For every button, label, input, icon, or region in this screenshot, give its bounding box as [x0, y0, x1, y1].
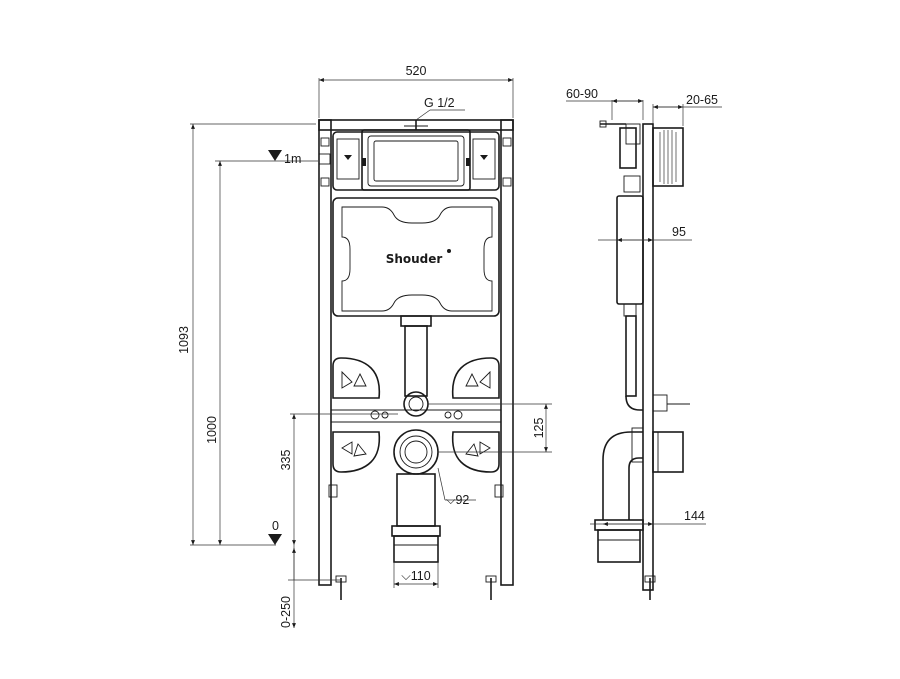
dimension-label-diameter-outer: ⌵110: [401, 569, 430, 583]
dimension-diameter-outer: ⌵110: [393, 562, 439, 588]
side-drain-bend: [594, 427, 684, 600]
front-view: Shouder: [177, 64, 552, 628]
dimension-label-bend-depth: 144: [684, 509, 705, 523]
drain-bend: [391, 429, 441, 563]
dimension-label-adjust: 0-250: [279, 596, 293, 628]
dimension-total-height: 1093: [177, 123, 316, 546]
dimension-wall-thickness: 20-65: [652, 93, 722, 126]
dimension-bend-depth: 144: [590, 509, 706, 526]
dimension-label-wall-thickness: 20-65: [686, 93, 718, 107]
brand-logo: Shouder: [386, 252, 443, 266]
dimension-depth: 95: [598, 225, 692, 242]
cistern-housing: [332, 120, 500, 191]
level-label-1m: 1m: [284, 152, 301, 166]
side-frame: [599, 120, 690, 591]
frame-uprights: [318, 119, 514, 586]
dimension-label-width: 520: [406, 64, 427, 78]
dimension-label-panel-offset: 60-90: [566, 87, 598, 101]
dimension-pipe-spacing: 125: [428, 403, 552, 453]
level-marker-zero: [268, 534, 282, 545]
dimension-floor-to-1m: 1000 1m: [205, 150, 318, 545]
dimension-panel-offset: 60-90: [566, 87, 644, 120]
dimension-label-inlet: G 1/2: [424, 96, 455, 110]
dimension-label-depth: 95: [672, 225, 686, 239]
dimension-label-drain-height: 335: [279, 450, 293, 471]
dimension-label-diameter-inner: ⌵92: [446, 493, 469, 507]
dimension-label-pipe-spacing: 125: [532, 418, 546, 439]
dimension-diameter-inner: ⌵92: [437, 467, 476, 507]
dimension-inlet: G 1/2: [415, 96, 465, 121]
level-marker-1m: [268, 150, 282, 161]
dimension-width: 520: [318, 64, 514, 118]
dimension-adjust: 0-250: [279, 545, 340, 628]
dimension-label-floor-to-1m: 1000: [205, 416, 219, 444]
frame-feet: [328, 484, 504, 600]
wing-brackets: [332, 357, 500, 473]
flush-pipe: [400, 315, 432, 417]
level-label-zero: 0: [272, 519, 279, 533]
dimension-zero: 0: [268, 519, 282, 545]
cistern-tank: Shouder: [332, 197, 500, 317]
dimension-drain-height: 335: [279, 413, 398, 545]
side-view: 60-90 20-65 95 144: [566, 87, 722, 600]
dimension-label-total-height: 1093: [177, 326, 191, 354]
